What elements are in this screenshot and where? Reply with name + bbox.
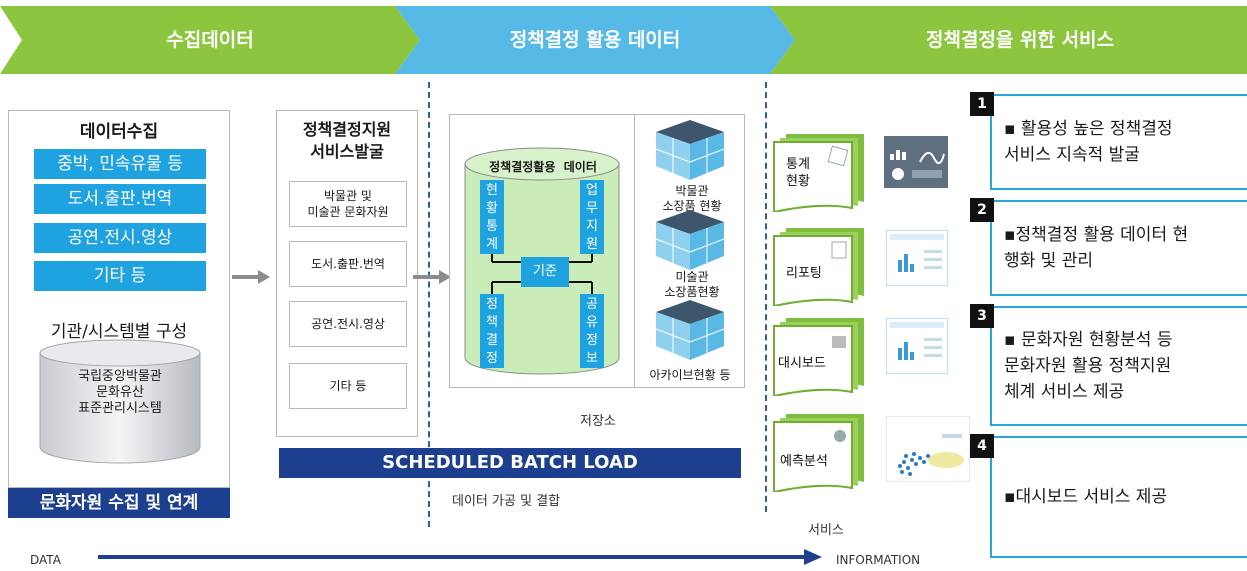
collect-item-3: 공연.전시.영상	[34, 223, 206, 253]
support-title: 정책결정지원 서비스발굴	[277, 119, 417, 163]
support-item-4-text: 기타 등	[329, 379, 367, 393]
service-card-dashboard	[773, 318, 864, 396]
org-cylinder	[39, 339, 201, 464]
outcome-4-number: 4	[970, 434, 994, 458]
support-item-3: 공연.전시.영상	[289, 301, 407, 347]
outcome-2-number: 2	[970, 198, 994, 222]
support-item-3-text: 공연.전시.영상	[311, 317, 385, 331]
db-title: 정책결정활용 데이터	[489, 160, 597, 174]
service-forecast-label: 예측분석	[780, 454, 828, 469]
cell-shared-info: 공유정보	[580, 294, 604, 368]
service-label: 서비스	[808, 523, 844, 538]
outcome-4-text: ▪대시보드 서비스 제공	[1004, 487, 1168, 507]
service-reporting-label: 리포팅	[786, 266, 822, 281]
outcome-1-number: 1	[970, 92, 994, 116]
divider-1	[428, 82, 430, 527]
cube-museum-label-text: 박물관 소장품 현황	[662, 184, 722, 213]
header-policy-data: 정책결정 활용 데이터	[509, 29, 681, 51]
cell-work-support-text: 업무지원	[586, 183, 598, 252]
cube-archive	[655, 300, 725, 360]
thumbnail-forecast	[886, 416, 970, 482]
outcome-2-text: ▪정책결정 활용 데이터 현 행화 및 관리	[1004, 225, 1189, 271]
collect-footer: 문화자원 수집 및 연계	[8, 488, 230, 518]
service-card-reporting	[773, 228, 864, 306]
support-panel: 정책결정지원 서비스발굴 박물관 및 미술관 문화자원 도서.출판.번역 공연.…	[276, 110, 418, 437]
support-item-1: 박물관 및 미술관 문화자원	[289, 181, 407, 227]
service-card-stats	[773, 134, 864, 212]
cell-standard: 기준	[521, 257, 569, 287]
org-cylinder-label: 국립중앙박물관 문화유산 표준관리시스템	[78, 369, 162, 416]
header-chevron-service	[770, 6, 1247, 74]
cell-shared-info-text: 공유정보	[586, 297, 598, 366]
arrow-collect-support	[232, 270, 270, 284]
outcome-1-text: ▪ 활용성 높은 정책결정 서비스 지속적 발굴	[1004, 119, 1173, 165]
support-item-4: 기타 등	[289, 363, 407, 409]
cube-art-label-text: 미술관 소장품현황	[664, 270, 720, 299]
cube-museum	[655, 120, 725, 180]
axis-left-label: DATA	[30, 553, 61, 567]
support-title-text: 정책결정지원 서비스발굴	[302, 120, 392, 161]
cube-art	[655, 210, 725, 270]
axis-right-label: INFORMATION	[836, 553, 921, 567]
process-label: 데이터 가공 및 결합	[452, 494, 561, 509]
thumbnail-reporting	[886, 230, 948, 286]
cell-status-stats: 현황통계	[480, 180, 504, 254]
storage-label: 저장소	[580, 414, 616, 429]
collect-title: 데이터수집	[79, 122, 159, 142]
data-information-arrow	[98, 549, 822, 565]
storage-divider	[634, 114, 635, 388]
outcome-box-2: ▪정책결정 활용 데이터 현 행화 및 관리	[990, 200, 1247, 296]
service-card-forecast	[773, 414, 864, 492]
header-chevron-policy	[395, 6, 795, 74]
org-title: 기관/시스템별 구성	[50, 322, 188, 342]
collect-item-2: 도서.출판.번역	[34, 184, 206, 214]
support-item-2: 도서.출판.번역	[289, 241, 407, 287]
service-stats-label: 통계 현황	[786, 156, 810, 190]
collect-panel: 데이터수집 중박, 민속유물 등 도서.출판.번역 공연.전시.영상 기타 등 …	[8, 110, 230, 488]
collect-item-4: 기타 등	[34, 261, 206, 291]
outcome-3-text: ▪ 문화자원 현황분석 등 문화자원 활용 정책지원 체계 서비스 제공	[1004, 330, 1173, 402]
divider-2	[765, 82, 767, 512]
outcome-box-4: ▪대시보드 서비스 제공	[990, 436, 1247, 558]
cube-art-label: 미술관 소장품현황	[640, 270, 744, 300]
service-stats-label-text: 통계 현황	[786, 157, 810, 189]
cube-museum-label: 박물관 소장품 현황	[640, 184, 744, 214]
cell-status-stats-text: 현황통계	[486, 183, 498, 252]
cell-policy-decision: 정책결정	[480, 294, 504, 368]
cell-policy-decision-text: 정책결정	[486, 297, 498, 366]
batch-load-bar: SCHEDULED BATCH LOAD	[279, 448, 741, 478]
cell-work-support: 업무지원	[580, 180, 604, 254]
thumbnail-stats	[884, 136, 948, 188]
cube-archive-label: 아카이브현황 등	[649, 368, 731, 382]
header-chevron-collect	[0, 6, 420, 74]
outcome-3-number: 3	[970, 304, 994, 328]
outcome-box-1: ▪ 활용성 높은 정책결정 서비스 지속적 발굴	[990, 94, 1247, 190]
support-item-2-text: 도서.출판.번역	[311, 257, 385, 271]
collect-item-1: 중박, 민속유물 등	[34, 149, 206, 179]
support-item-1-text: 박물관 및 미술관 문화자원	[307, 189, 389, 219]
header-collect: 수집데이터	[166, 29, 254, 51]
arrow-support-storage	[413, 270, 451, 284]
db-connectors	[491, 250, 593, 296]
org-cylinder-text: 국립중앙박물관 문화유산 표준관리시스템	[37, 369, 203, 417]
thumbnail-dashboard	[886, 318, 948, 374]
header-chevrons	[0, 6, 1247, 74]
service-dashboard-label: 대시보드	[778, 356, 826, 371]
outcome-box-3: ▪ 문화자원 현황분석 등 문화자원 활용 정책지원 체계 서비스 제공	[990, 306, 1247, 426]
header-service: 정책결정을 위한 서비스	[925, 29, 1115, 51]
